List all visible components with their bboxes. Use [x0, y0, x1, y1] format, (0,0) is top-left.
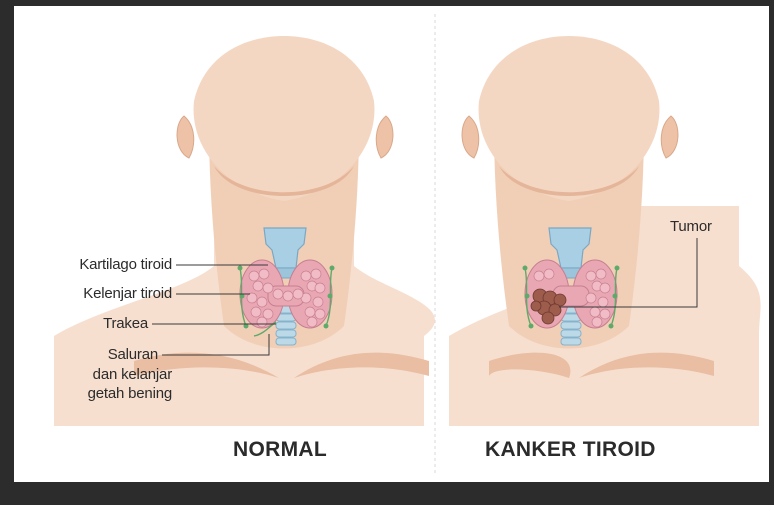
label-saluran-2: dan kelanjar — [93, 366, 172, 383]
label-tumor: Tumor — [670, 218, 712, 235]
illustration — [14, 6, 769, 482]
diagram-panel: Kartilago tiroid Kelenjar tiroid Trakea … — [14, 6, 769, 482]
label-kelenjar-tiroid: Kelenjar tiroid — [83, 285, 172, 302]
caption-normal: NORMAL — [233, 438, 327, 462]
label-trakea: Trakea — [103, 315, 148, 332]
label-kartilago-tiroid: Kartilago tiroid — [79, 256, 172, 273]
caption-kanker-tiroid: KANKER TIROID — [485, 438, 656, 462]
label-saluran-1: Saluran — [108, 346, 158, 363]
label-saluran-3: getah bening — [88, 385, 172, 402]
cancer-neck-figure — [449, 36, 761, 426]
